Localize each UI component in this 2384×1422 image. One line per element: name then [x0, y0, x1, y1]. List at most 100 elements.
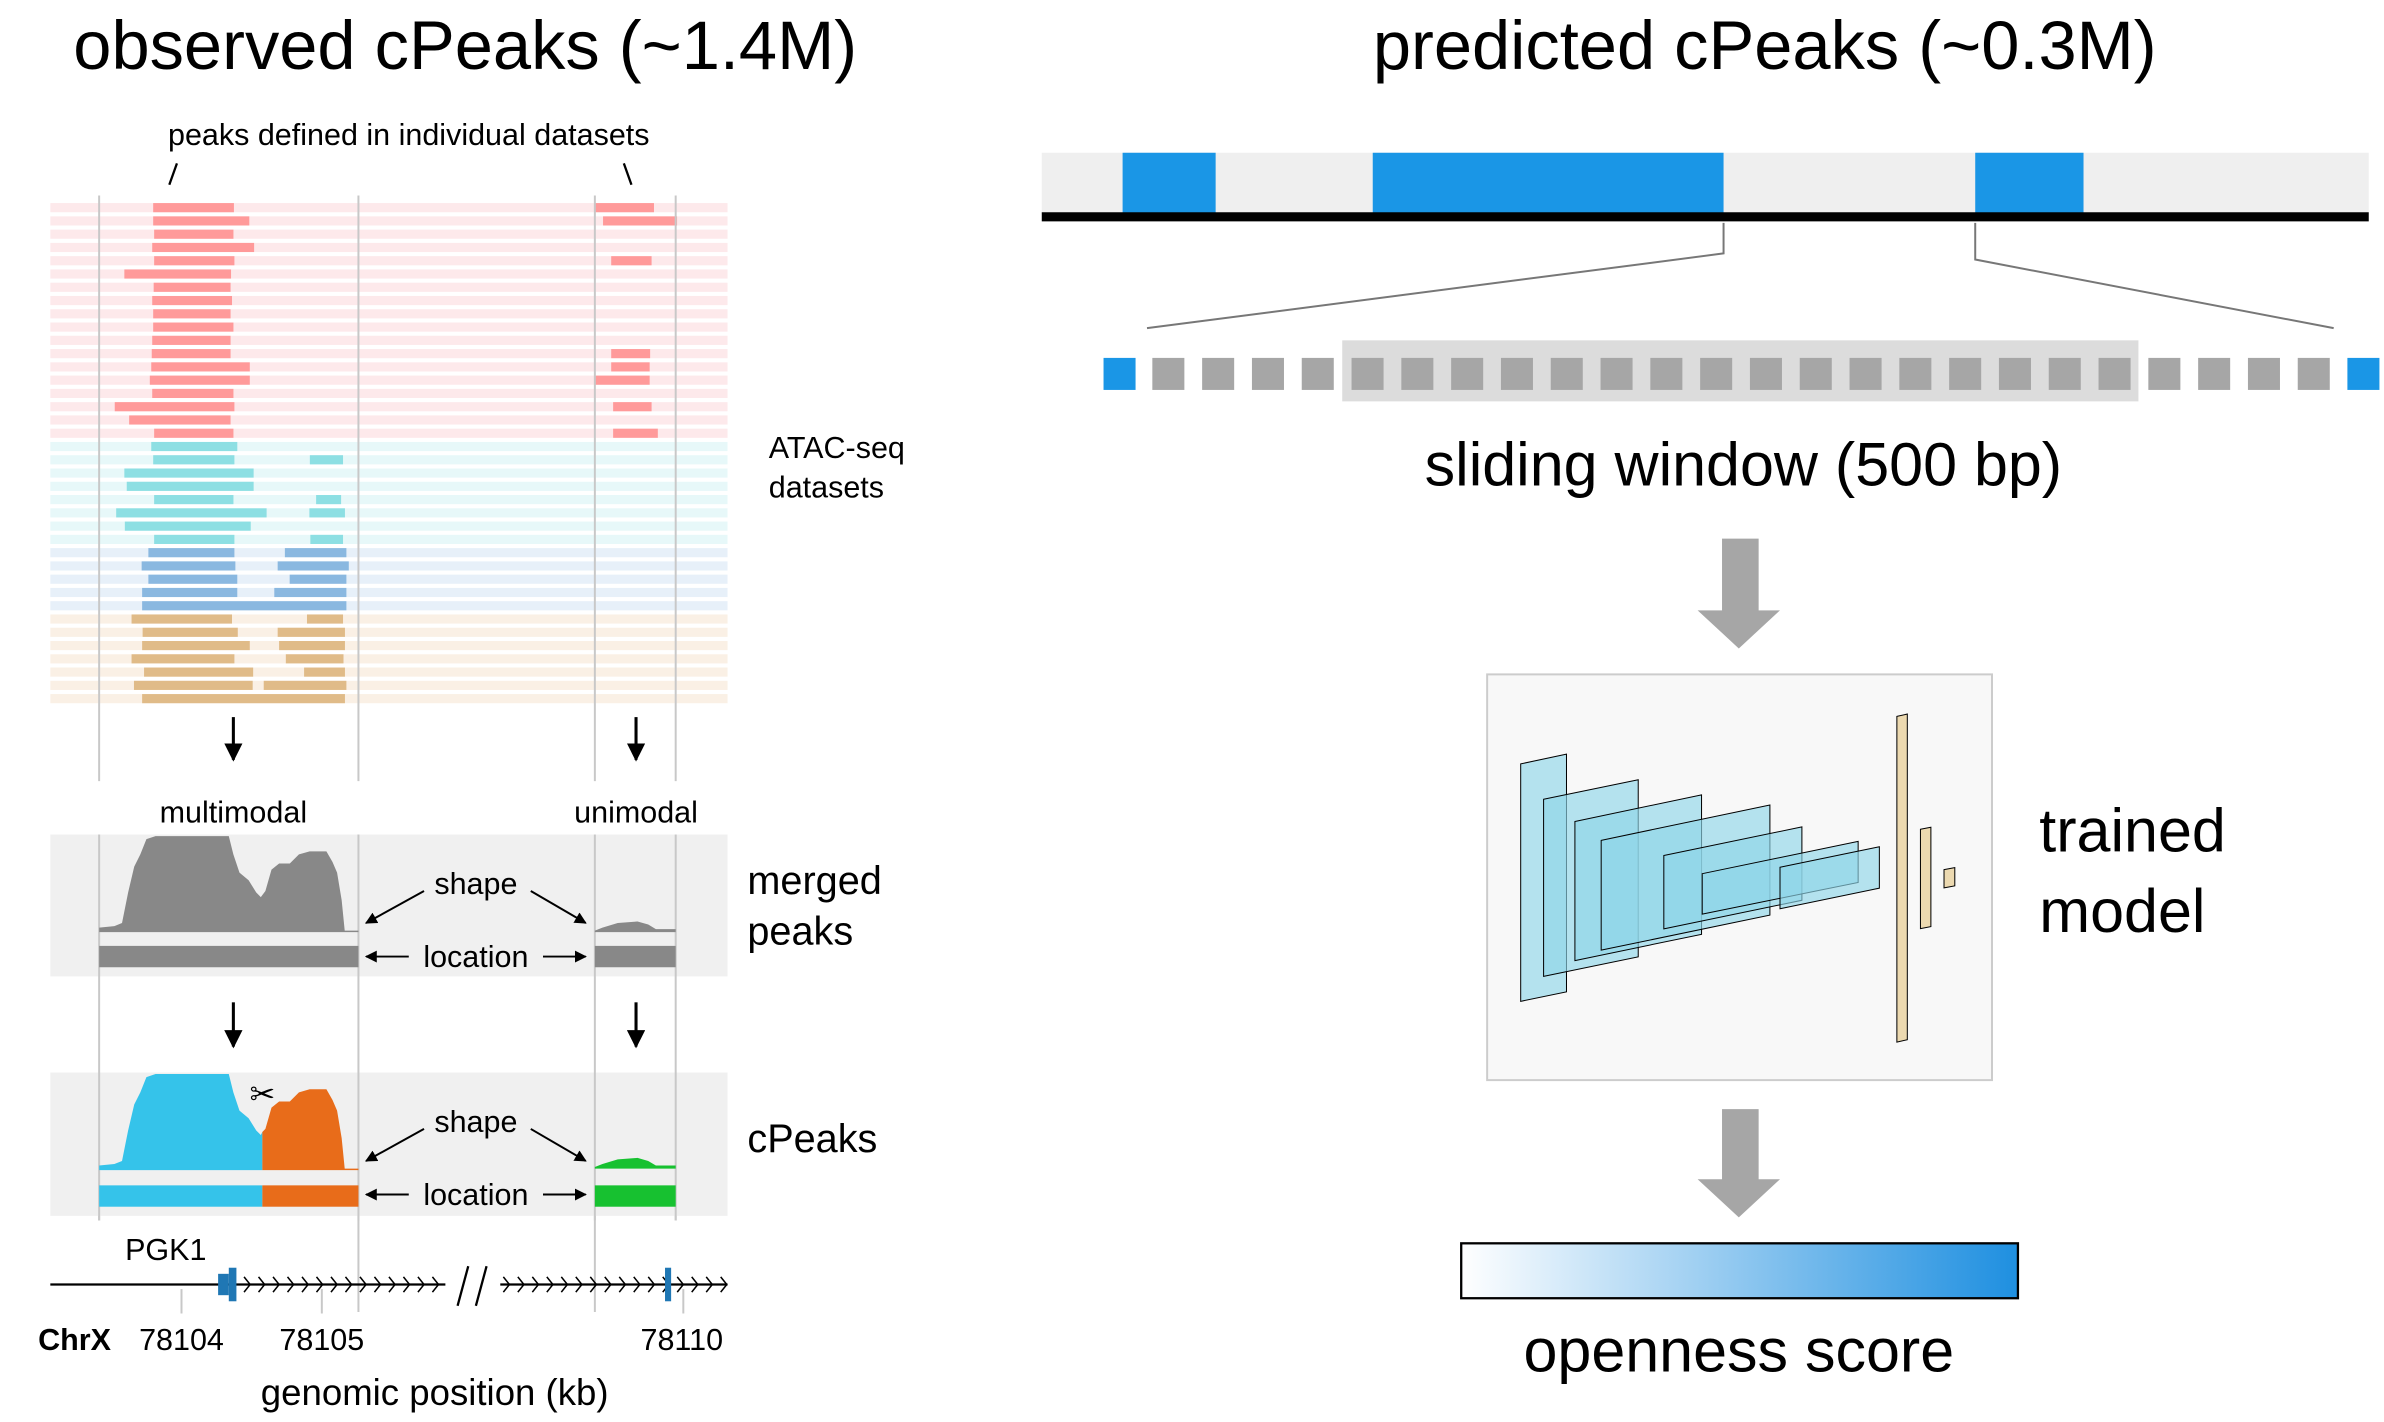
peak-bar: [129, 415, 231, 425]
chevron-right-icon: [575, 1276, 583, 1293]
peak-bar: [142, 587, 238, 598]
peak-bar: [124, 521, 251, 531]
gene-label: PGK1: [125, 1233, 206, 1267]
peak-bar: [151, 349, 231, 359]
peak-bar: [131, 614, 233, 624]
tick-label: 78110: [641, 1323, 724, 1357]
sliding-window-label: sliding window (500 bp): [1425, 430, 2062, 498]
window-square: [1799, 357, 1832, 390]
chevron-right-icon: [618, 1276, 627, 1293]
dataset-row-bg: [50, 322, 728, 332]
chevron-right-icon: [647, 1276, 656, 1293]
chevron-right-icon: [272, 1276, 281, 1293]
dataset-row-bg: [50, 548, 728, 558]
dataset-row-bg: [50, 614, 728, 624]
gene-exon: [218, 1273, 229, 1296]
peak-bar: [279, 640, 345, 651]
peak-bar: [611, 256, 652, 266]
window-square: [1998, 357, 2031, 390]
merged-location-bar-small: [594, 945, 676, 968]
unimodal-label: unimodal: [574, 795, 698, 829]
down-arrows-2: [224, 1002, 646, 1049]
chevron-right-icon: [531, 1276, 540, 1293]
merged-label-1: merged: [747, 859, 881, 903]
peak-bar: [285, 654, 344, 664]
dataset-row-bg: [50, 481, 728, 491]
peak-bar: [289, 574, 347, 584]
cpeak-shape-a: [99, 1074, 263, 1171]
peak-bar: [153, 282, 231, 292]
chevron-right-icon: [502, 1276, 511, 1293]
scissors-icon: ✂: [250, 1078, 276, 1112]
peak-bar: [151, 441, 238, 452]
gene-exon-end: [665, 1267, 672, 1302]
zoom-line-left: [1146, 222, 1725, 330]
window-square: [2198, 357, 2231, 390]
dataset-row-bg: [50, 455, 728, 465]
merged-arrows: [364, 890, 587, 963]
window-square: [1401, 357, 1434, 390]
peak-bar: [142, 694, 345, 704]
dataset-row-bg: [50, 216, 728, 226]
peak-bar: [304, 667, 345, 677]
dataset-row-bg: [50, 269, 728, 279]
openness-colorbar: [1460, 1242, 2020, 1300]
merged-location-bar: [99, 945, 359, 968]
dataset-row-bg: [50, 654, 728, 664]
window-square: [1351, 357, 1384, 390]
peaks-label: peaks defined in individual datasets: [168, 118, 650, 152]
gene-exon-2: [228, 1267, 237, 1302]
peak-bar: [144, 667, 254, 677]
dataset-row-bg: [50, 349, 728, 359]
chevron-right-icon: [720, 1276, 728, 1293]
location-label: location: [423, 940, 528, 974]
window-square: [2098, 357, 2131, 390]
window-square: [1301, 357, 1334, 390]
axis-ticks: [180, 1289, 685, 1314]
dataset-row-bg: [50, 402, 728, 412]
dense-layer: [1896, 713, 1908, 1043]
peak-bar: [133, 680, 253, 690]
peak-bar: [595, 203, 654, 213]
chevron-right-icon: [402, 1276, 411, 1293]
merged-shape-small: [594, 921, 676, 933]
peak-bar: [274, 587, 347, 598]
dataset-row-bg: [50, 242, 728, 253]
peak-bar: [152, 242, 255, 253]
peak-bar: [310, 534, 344, 544]
peak-bar: [263, 680, 347, 690]
dataset-row-bg: [50, 335, 728, 345]
dataset-row-bg: [50, 495, 728, 505]
pointer-right: [622, 163, 633, 186]
dataset-row-bg: [50, 694, 728, 704]
dataset-row-bg: [50, 574, 728, 584]
window-square: [1550, 357, 1583, 390]
cpeak-shape-c: [594, 1157, 676, 1169]
window-square-peak: [2347, 357, 2380, 390]
dataset-row-bg: [50, 256, 728, 266]
left-title: observed cPeaks (~1.4M): [73, 7, 857, 84]
chevron-right-icon: [431, 1276, 440, 1293]
peak-bar: [114, 402, 235, 412]
dataset-row-bg: [50, 627, 728, 637]
chevron-right-icon: [417, 1276, 426, 1293]
dataset-row-bg: [50, 587, 728, 598]
dataset-row-bg: [50, 415, 728, 425]
dataset-row-bg: [50, 388, 728, 399]
peak-bar: [151, 362, 250, 372]
chevron-right-icon: [676, 1276, 685, 1293]
window-square: [1749, 357, 1782, 390]
dataset-row-bg: [50, 680, 728, 690]
window-square: [1949, 357, 1982, 390]
peak-bar: [613, 402, 652, 412]
peak-bar: [154, 256, 235, 266]
neural-network-icon: [1520, 713, 1956, 1043]
window-square: [1451, 357, 1484, 390]
tick-label: 78104: [139, 1323, 224, 1357]
dataset-row-bg: [50, 428, 728, 438]
dataset-row-bg: [50, 521, 728, 531]
peak-bar: [142, 640, 250, 651]
window-square: [1899, 357, 1932, 390]
datasets-label-1: ATAC-seq: [769, 431, 905, 465]
